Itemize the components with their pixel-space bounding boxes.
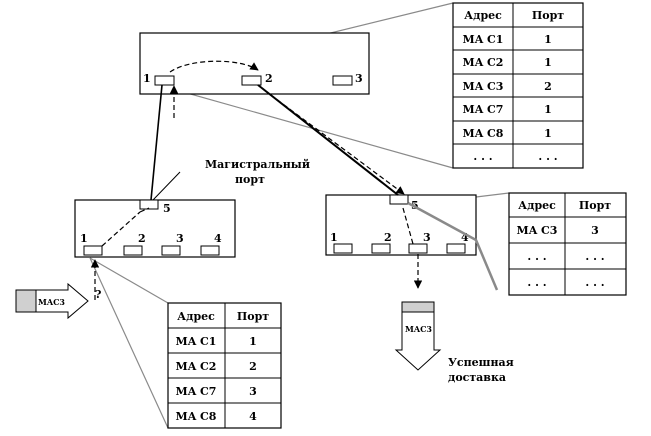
incoming-frame-label: MAC3 <box>38 297 65 307</box>
top-switch: 1 2 3 <box>139 32 370 95</box>
table-cell: 1 <box>249 335 257 348</box>
trunk-callout-line <box>152 171 181 201</box>
right-address-table: Адрес Порт MA C3 3 . . . . . . . . . . .… <box>508 192 627 296</box>
trunk-link-grey-b <box>474 239 499 291</box>
right-port-1-label: 1 <box>330 231 338 244</box>
table-cell: MA C2 <box>176 360 217 373</box>
trunk-link-top-right <box>257 84 399 196</box>
left-table-header-port: Порт <box>237 310 269 323</box>
left-table-header-address: Адрес <box>177 310 215 323</box>
table-cell: . . . <box>585 276 604 289</box>
left-port-5-label: 5 <box>163 202 171 215</box>
trunk-label-line2: порт <box>235 173 265 186</box>
outgoing-frame: MAC3 <box>394 301 442 371</box>
table-cell: 1 <box>544 33 552 46</box>
top-address-table: Адрес Порт MA C1 1 MA C2 1 MA C3 2 MA C7… <box>452 2 584 169</box>
table-cell: 1 <box>544 127 552 140</box>
table-cell: 2 <box>249 360 257 373</box>
table-cell: . . . <box>527 250 546 263</box>
delivery-caption-line1: Успешная <box>448 356 514 369</box>
outgoing-frame-label: MAC3 <box>405 324 432 334</box>
left-port-2-label: 2 <box>138 232 146 245</box>
table-cell: MA C1 <box>463 33 504 46</box>
right-port-2-label: 2 <box>384 231 392 244</box>
table-cell: MA C1 <box>176 335 217 348</box>
table-cell: 1 <box>544 103 552 116</box>
table-cell: 3 <box>249 385 257 398</box>
table-cell: . . . <box>538 150 557 163</box>
trunk-link-left-top <box>150 84 163 201</box>
right-port-4-label: 4 <box>461 231 469 244</box>
left-port-3-label: 3 <box>176 232 184 245</box>
left-address-table: Адрес Порт MA C1 1 MA C2 2 MA C7 3 MA C8… <box>167 302 282 429</box>
table-cell: 2 <box>544 80 552 93</box>
frame-path <box>90 60 423 300</box>
table-cell: MA C2 <box>463 56 504 69</box>
trunk-link-grey-a <box>407 201 477 242</box>
table-cell: . . . <box>473 150 492 163</box>
right-switch: 1 2 3 4 5 <box>325 194 477 256</box>
left-port-4-label: 4 <box>214 232 222 245</box>
left-switch: 1 2 3 4 5 <box>74 199 236 258</box>
unknown-port-mark: ? <box>95 288 101 301</box>
table-cell: 4 <box>249 410 257 423</box>
top-table-header-address: Адрес <box>464 9 502 22</box>
table-cell: MA C7 <box>463 103 504 116</box>
right-port-3-label: 3 <box>423 231 431 244</box>
table-cell: 1 <box>544 56 552 69</box>
top-port-1-label: 1 <box>143 72 151 85</box>
table-cell: . . . <box>527 276 546 289</box>
right-table-header-port: Порт <box>579 199 611 212</box>
top-table-header-port: Порт <box>532 9 564 22</box>
table-cell: MA C3 <box>517 224 558 237</box>
top-port-2-label: 2 <box>265 72 273 85</box>
delivery-caption-line2: доставка <box>448 371 506 384</box>
trunk-label-line1: Магистральный <box>205 158 310 171</box>
incoming-frame: MAC3 <box>15 282 89 320</box>
right-table-header-address: Адрес <box>518 199 556 212</box>
table-cell: MA C7 <box>176 385 217 398</box>
top-port-3-label: 3 <box>355 72 363 85</box>
table-cell: 3 <box>591 224 599 237</box>
table-cell: MA C8 <box>463 127 504 140</box>
table-cell: MA C3 <box>463 80 504 93</box>
table-cell: . . . <box>585 250 604 263</box>
left-port-1-label: 1 <box>80 232 88 245</box>
table-cell: MA C8 <box>176 410 217 423</box>
